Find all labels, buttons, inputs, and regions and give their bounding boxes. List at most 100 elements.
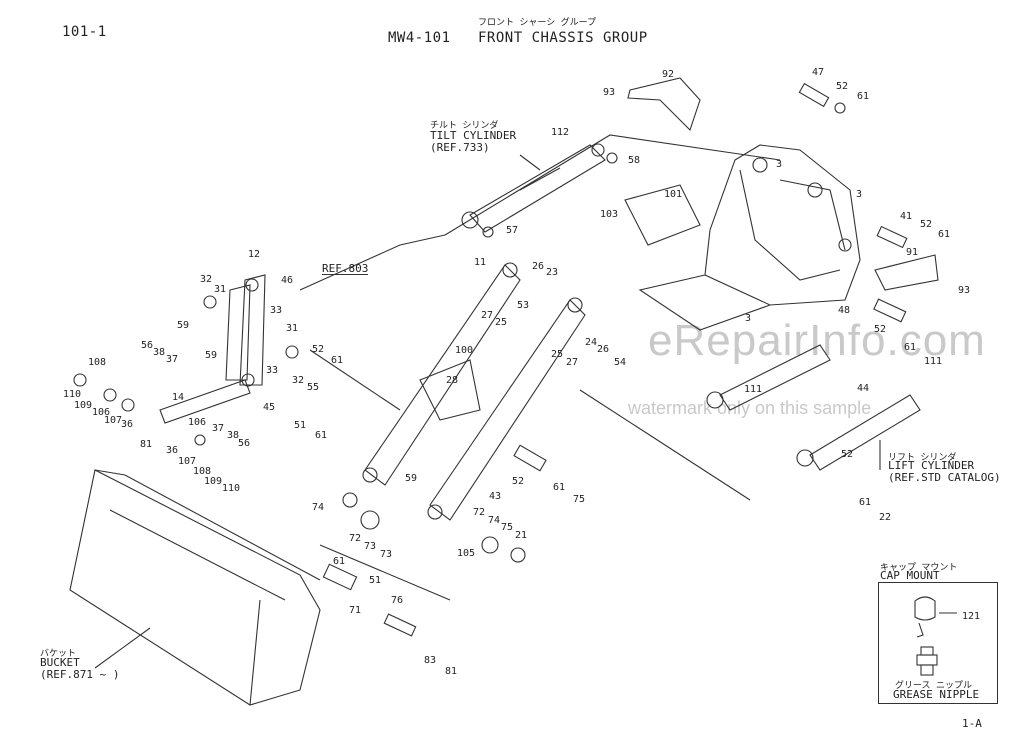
ref-803-label: REF.803 [322,262,369,275]
part-number: 27 [566,357,579,368]
part-number: 107 [104,415,123,426]
part-number: 25 [495,317,508,328]
part-number: 111 [744,384,763,395]
part-number: 75 [573,494,586,505]
part-number: 11 [474,257,487,268]
part-number: 32 [200,274,213,285]
grease-nipple-label: GREASE NIPPLE [893,688,980,701]
part-number: 109 [204,476,223,487]
guard-plate-92 [627,77,701,132]
part-number: 21 [515,530,528,541]
part-number: 45 [263,402,276,413]
part-number: 111 [924,356,943,367]
part-number: 22 [879,512,892,523]
part-number: 92 [662,69,675,80]
part-number: 107 [178,456,197,467]
part-number: 59 [205,350,218,361]
part-number: 56 [141,340,154,351]
part-number: 106 [188,417,207,428]
part-number: 51 [294,420,307,431]
part-number: 81 [140,439,153,450]
bucket-label: BUCKET [40,656,80,669]
lift-cylinder-upper [706,344,831,411]
part-number: 61 [333,556,346,567]
part-number: 26 [597,344,610,355]
cap-mount-label: CAP MOUNT [880,569,940,582]
part-number: 93 [958,285,971,296]
part-number: 93 [603,87,616,98]
part-number: 31 [214,284,227,295]
part-number: 83 [424,655,437,666]
part-number: 47 [812,67,825,78]
lift-cylinder-ref: (REF.STD CATALOG) [888,471,1001,484]
part-number: 27 [481,310,494,321]
cap-mount-box [878,582,998,704]
part-number: 59 [177,320,190,331]
part-number: 52 [512,476,525,487]
part-number: 32 [292,375,305,386]
grease-nipple-kana: グリース ニップル [895,681,972,691]
part-number: 110 [63,389,82,400]
part-number: 53 [517,300,530,311]
part-number: 52 [841,449,854,460]
part-number: 55 [307,382,320,393]
part-number: 52 [920,219,933,230]
part-number: 106 [92,407,111,418]
part-number: 56 [238,438,251,449]
lift-cylinder-label: LIFT CYLINDER [888,459,975,472]
part-number: 23 [546,267,559,278]
part-number: 38 [227,430,240,441]
part-number: 31 [286,323,299,334]
part-number: 28 [446,375,459,386]
bell-crank [225,274,266,387]
part-121-label: 121 [962,611,981,622]
part-number: 54 [614,357,627,368]
part-number: 91 [906,247,919,258]
part-number: 36 [121,419,134,430]
part-number: 44 [857,383,870,394]
part-number: 33 [266,365,279,376]
part-number: 3 [745,313,752,324]
part-number: 112 [551,127,570,138]
part-number: 38 [153,347,166,358]
title-kana: フロント シャーシ グループ [478,18,597,28]
cap-mount-kana: キャップ マウント [880,563,958,573]
part-number: 61 [315,430,328,441]
part-number: 101 [664,189,683,200]
model-code: MW4-101 [388,30,451,46]
bucket-ref: (REF.871 ~ ) [40,668,120,681]
part-number: 76 [391,595,404,606]
bucket [69,469,321,706]
part-number: 61 [857,91,870,102]
part-number: 41 [900,211,913,222]
part-number: 72 [473,507,486,518]
part-number: 100 [455,345,474,356]
part-number: 61 [859,497,872,508]
part-number: 109 [74,400,93,411]
leader-lines [94,134,881,669]
grease-cap-icon [914,596,957,676]
part-number: 33 [270,305,283,316]
tilt-cylinder-kana: チルト シリンダ [430,121,499,131]
watermark-note: watermark only on this sample [628,398,872,418]
part-number: 24 [585,337,598,348]
part-number: 73 [364,541,377,552]
part-number: 61 [553,482,566,493]
part-number: 51 [369,575,382,586]
page-footer: 1-A [962,717,982,730]
part-number: 108 [88,357,107,368]
part-number: 103 [600,209,619,220]
bucket-kana: バケット [40,649,77,659]
part-number: 72 [349,533,362,544]
part-number: 75 [501,522,514,533]
part-number: 61 [331,355,344,366]
part-number: 14 [172,392,185,403]
lift-arm [362,262,586,521]
page-id: 101-1 [62,24,107,40]
part-number: 61 [938,229,951,240]
page-title: FRONT CHASSIS GROUP [478,30,648,46]
part-number: 57 [506,225,519,236]
part-number: 43 [489,491,502,502]
part-number: 3 [776,159,783,170]
part-number: 110 [222,483,241,494]
